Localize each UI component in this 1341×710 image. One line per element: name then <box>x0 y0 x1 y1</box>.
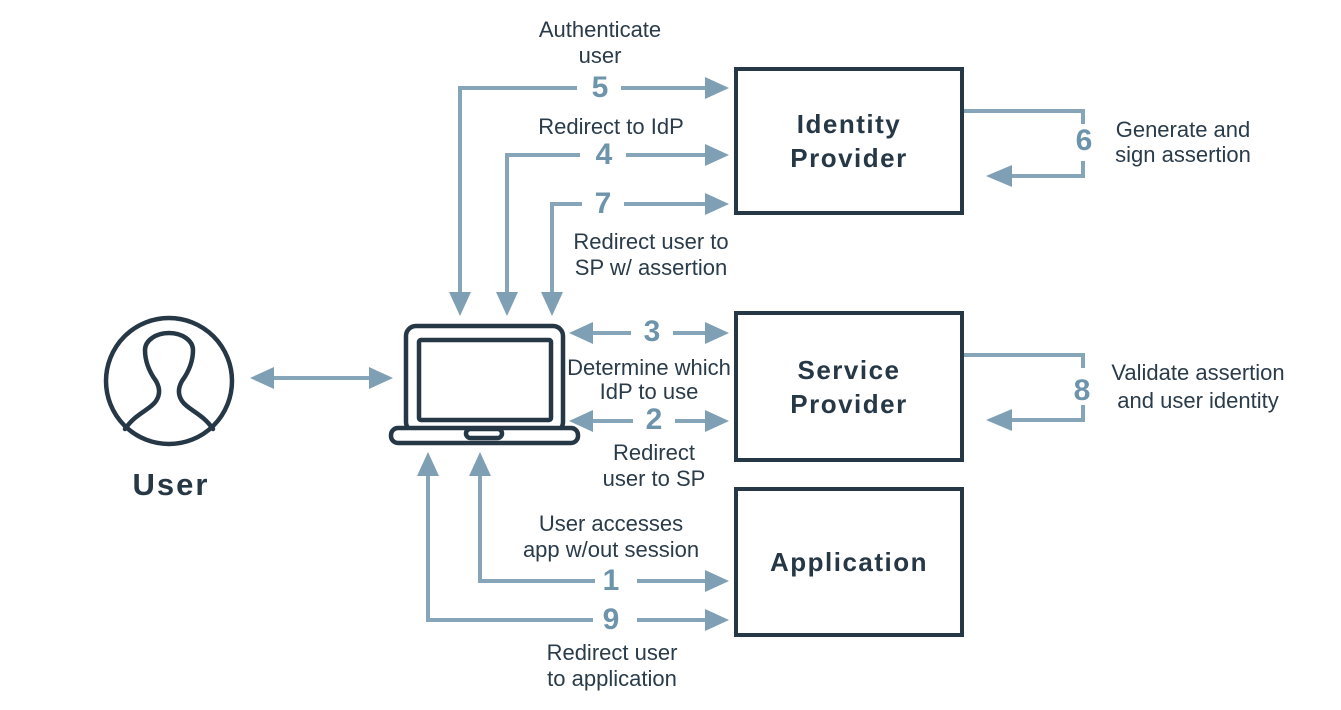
step-5-label-line2: user <box>578 43 622 68</box>
step-7-number: 7 <box>594 187 612 220</box>
arrow-step-8 <box>963 353 1085 431</box>
step-3-label-line2: IdP to use <box>599 379 699 404</box>
step-5-label: Authenticate user <box>539 17 661 69</box>
step-7-label: Redirect user to SP w/ assertion <box>573 229 728 281</box>
step-9-label: Redirect user to application <box>547 640 678 692</box>
step-4-label: Redirect to IdP <box>538 114 684 140</box>
arrow-step-2 <box>569 410 729 432</box>
step-8-number: 8 <box>1073 374 1091 407</box>
step-9-label-line2: to application <box>547 666 677 691</box>
step-6-label: Generate and sign assertion <box>1115 117 1251 167</box>
arrow-step-7 <box>541 193 729 316</box>
arrow-step-4 <box>496 144 729 316</box>
step-2-number: 2 <box>645 403 663 436</box>
step-6-number: 6 <box>1075 124 1093 157</box>
step-3-number: 3 <box>643 315 661 348</box>
box-service-provider-label-line2: Provider <box>790 388 908 419</box>
step-1-number: 1 <box>602 564 620 597</box>
step-6-label-line1: Generate and <box>1115 117 1251 142</box>
arrow-user-browser <box>250 367 393 389</box>
step-2-label-line2: user to SP <box>602 466 706 491</box>
step-1-label: User accesses app w/out session <box>523 511 699 563</box>
step-7-label-line2: SP w/ assertion <box>574 255 728 280</box>
step-2-label: Redirect user to SP <box>603 440 706 492</box>
step-5-number: 5 <box>591 71 609 104</box>
laptop-icon <box>388 323 581 446</box>
step-9-label-line1: Redirect user <box>546 640 678 665</box>
user-label: User <box>132 467 210 502</box>
step-2-label-line1: Redirect <box>613 440 695 465</box>
arrow-step-1 <box>469 452 729 592</box>
step-1-label-line2: app w/out session <box>522 537 700 562</box>
step-4-number: 4 <box>595 138 613 171</box>
box-service-provider: Service Provider <box>734 311 964 462</box>
user-circle-icon <box>103 315 235 447</box>
box-identity-provider-label-line1: Identity <box>796 109 902 139</box>
step-8-label: Validate assertion and user identity <box>1111 359 1284 415</box>
box-identity-provider: Identity Provider <box>734 67 964 215</box>
step-5-label-line1: Authenticate <box>538 17 662 42</box>
box-application-label: Application <box>769 547 929 577</box>
step-8-label-line1: Validate assertion <box>1111 360 1285 385</box>
arrow-step-6 <box>963 109 1085 187</box>
step-9-number: 9 <box>602 603 620 636</box>
box-application: Application <box>734 487 964 637</box>
box-service-provider-label-line1: Service <box>797 354 901 385</box>
arrow-step-9 <box>417 452 729 631</box>
step-1-label-line1: User accesses <box>538 511 684 536</box>
step-4-label-line1: Redirect to IdP <box>538 114 684 139</box>
arrow-step-3 <box>569 322 729 344</box>
step-8-label-line2: and user identity <box>1117 388 1279 413</box>
step-7-label-line1: Redirect user to <box>573 229 729 254</box>
step-3-label-line1: Determine which <box>567 355 731 380</box>
step-3-label: Determine which IdP to use <box>567 356 731 404</box>
arrow-step-5 <box>449 77 729 316</box>
box-identity-provider-label-line2: Provider <box>790 143 908 173</box>
step-6-label-line2: sign assertion <box>1115 142 1251 167</box>
